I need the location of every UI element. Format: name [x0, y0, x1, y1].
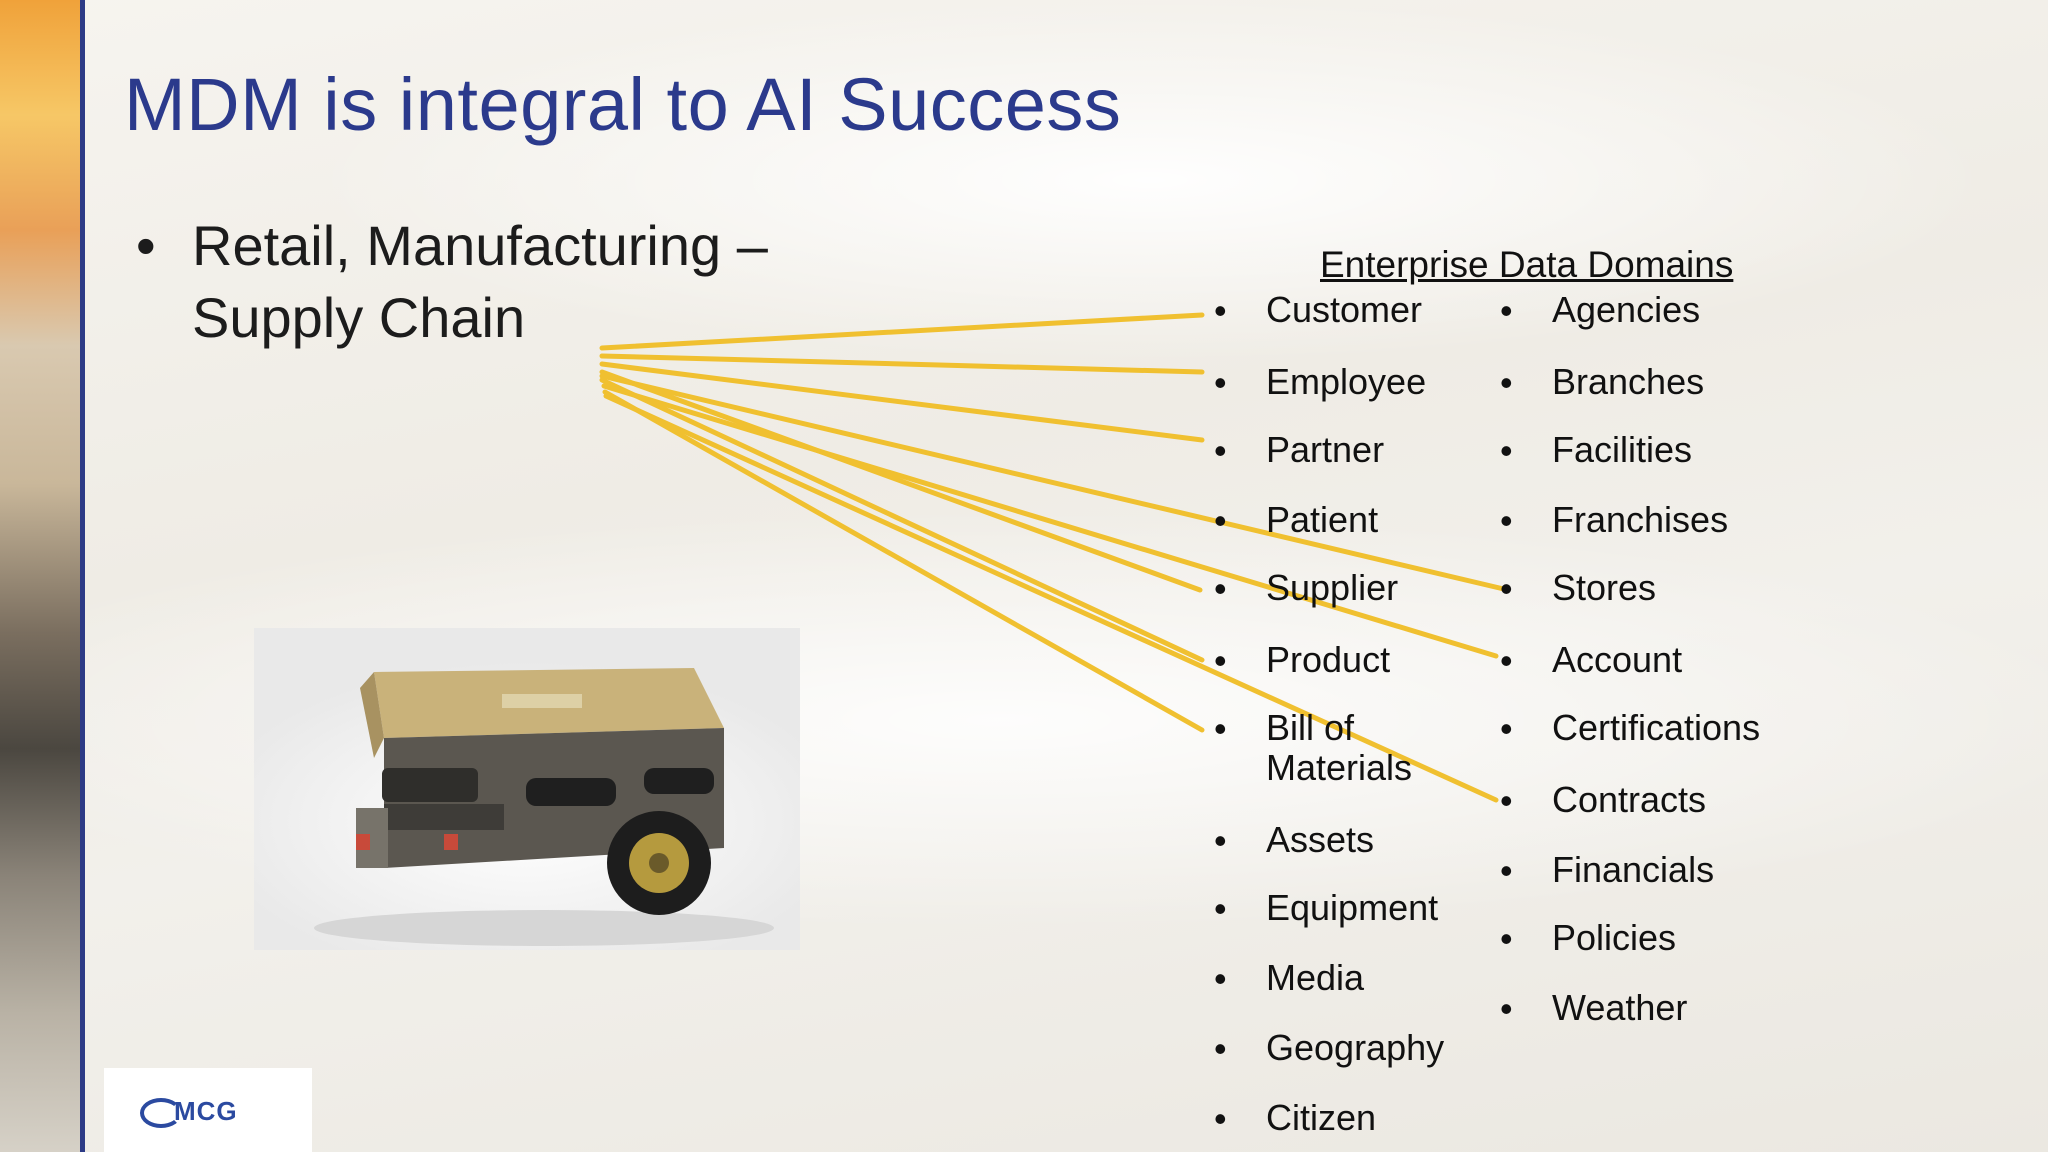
domain-left-item-label: Citizen — [1266, 1097, 1377, 1138]
domain-left-item-label: Supplier — [1266, 567, 1399, 608]
bullet-dot: • — [1214, 1098, 1227, 1139]
mcg-logo: MCG — [104, 1068, 312, 1152]
utility-trailer-image — [314, 668, 774, 946]
bullet-dot: • — [1500, 988, 1513, 1029]
domain-left-item-label: Media — [1266, 957, 1365, 998]
side-art-strip — [0, 0, 80, 1152]
domain-right-item-label: Financials — [1552, 849, 1715, 890]
domain-right-item-label: Facilities — [1552, 429, 1693, 470]
bullet-dot: • — [136, 214, 156, 277]
bullet-dot: • — [1214, 568, 1227, 609]
domain-left-item-label: Product — [1266, 639, 1391, 680]
domain-right-item-label: Weather — [1552, 987, 1688, 1028]
domain-right-item-label: Account — [1552, 639, 1683, 680]
logo-text: MCG — [174, 1096, 238, 1126]
domain-left-item-label: Patient — [1266, 499, 1379, 540]
side-rule — [80, 0, 85, 1152]
bullet-dot: • — [1214, 362, 1227, 403]
domain-left-item-label: Customer — [1266, 289, 1423, 330]
domains-header: Enterprise Data Domains — [1320, 244, 1734, 285]
domain-right-item-label: Policies — [1552, 917, 1677, 958]
bullet-dot: • — [1214, 958, 1227, 999]
bullet-dot: • — [1500, 850, 1513, 891]
bullet-dot: • — [1214, 290, 1227, 331]
domain-left-item-label: Partner — [1266, 429, 1385, 470]
domain-right-item-label: Franchises — [1552, 499, 1729, 540]
domain-right-item-label: Certifications — [1552, 707, 1761, 748]
bullet-dot: • — [1214, 430, 1227, 471]
bullet-dot: • — [1500, 430, 1513, 471]
trailer-image — [254, 628, 800, 950]
bullet-dot: • — [1500, 568, 1513, 609]
bullet-dot: • — [1500, 708, 1513, 749]
bullet-dot: • — [1500, 500, 1513, 541]
domain-right-item-label: Contracts — [1552, 779, 1707, 820]
bullet-dot: • — [1214, 1028, 1227, 1069]
main-bullet-text: Retail, Manufacturing – Supply Chain — [192, 214, 768, 349]
domain-left-item-label: Assets — [1266, 819, 1375, 860]
domain-left-item-label: Equipment — [1266, 887, 1439, 928]
domain-right-item-label: Branches — [1552, 361, 1705, 402]
domain-left-item-label: Geography — [1266, 1027, 1445, 1068]
bullet-dot: • — [1500, 780, 1513, 821]
bullet-dot: • — [1500, 640, 1513, 681]
bullet-dot: • — [1214, 820, 1227, 861]
bullet-dot: • — [1214, 708, 1227, 749]
domain-right-item-label: Stores — [1552, 567, 1657, 608]
bullet-dot: • — [1500, 918, 1513, 959]
bullet-dot: • — [1500, 290, 1513, 331]
bullet-dot: • — [1214, 500, 1227, 541]
mcg-swoosh-icon — [140, 1098, 182, 1128]
bullet-dot: • — [1214, 888, 1227, 929]
domain-left-item-label: Employee — [1266, 361, 1427, 402]
bullet-dot: • — [1214, 640, 1227, 681]
slide-title: MDM is integral to AI Success — [124, 63, 1122, 146]
domain-right-item-label: Agencies — [1552, 289, 1701, 330]
bullet-dot: • — [1500, 362, 1513, 403]
